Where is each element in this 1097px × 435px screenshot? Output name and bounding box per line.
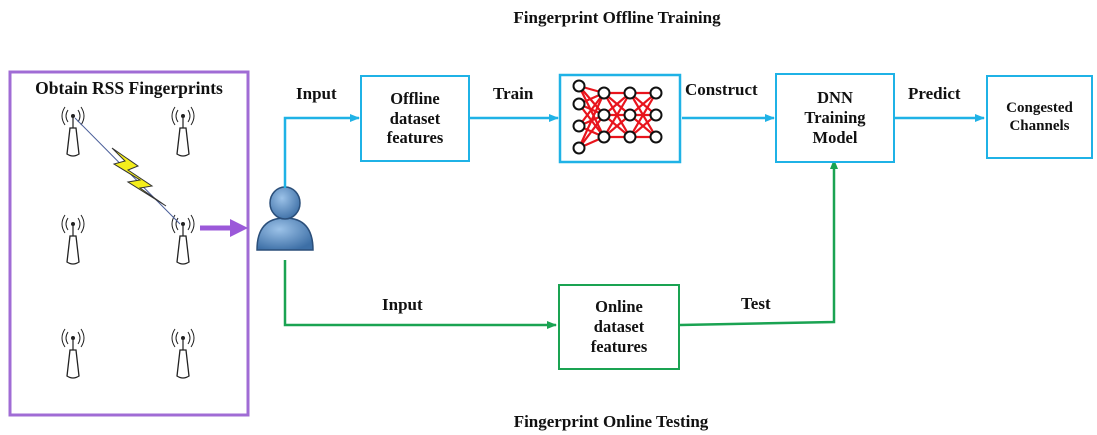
cell-tower-icon: [171, 106, 195, 157]
offline-training-title: Fingerprint Offline Training: [513, 8, 721, 27]
test-label: Test: [741, 294, 771, 313]
network-connection: [577, 92, 606, 149]
dnn-box-line-2: Training: [804, 108, 866, 128]
offline-box-line-1: Offline: [390, 88, 440, 108]
construct-label: Construct: [685, 80, 758, 99]
congested-box-line-2: Channels: [1009, 118, 1070, 134]
lightning-bolt-icon: [111, 147, 167, 207]
predict-label: Predict: [908, 84, 961, 103]
network-node: [623, 130, 637, 144]
dnn-box-line-3: Model: [812, 127, 858, 147]
offline-box-line-3: features: [386, 128, 444, 148]
rss-fingerprint-panel: [8, 70, 250, 417]
network-connection: [578, 92, 605, 127]
network-node: [597, 130, 611, 144]
neural-network-icon: [572, 79, 663, 155]
online-testing-title: Fingerprint Online Testing: [513, 412, 709, 431]
network-node: [623, 108, 637, 122]
input-label-bottom: Input: [382, 295, 423, 314]
network-node: [572, 141, 586, 155]
online-box-line-2: dataset: [593, 317, 645, 337]
network-node: [597, 86, 611, 100]
congested-channels-box: Congested Channels: [986, 75, 1093, 159]
cell-tower-icon: [61, 106, 85, 157]
cell-tower-icon: [171, 328, 195, 379]
network-node: [649, 86, 663, 100]
offline-box-line-2: dataset: [389, 108, 441, 128]
network-connection: [603, 92, 631, 138]
input-label-top: Input: [296, 84, 337, 103]
network-node: [623, 86, 637, 100]
network-connection: [578, 85, 605, 138]
dnn-box-line-1: DNN: [817, 88, 853, 108]
network-connection: [578, 114, 605, 149]
network-node: [572, 119, 586, 133]
input-to-online-arrow: [283, 260, 557, 329]
online-box-line-1: Online: [595, 297, 643, 317]
user-icon: [256, 186, 314, 251]
input-to-offline-arrow: [283, 114, 360, 188]
congested-box-line-1: Congested: [1006, 100, 1073, 116]
network-node: [649, 108, 663, 122]
train-label: Train: [493, 84, 534, 103]
online-box-line-3: features: [590, 336, 648, 356]
offline-dataset-features-box: Offline dataset features: [360, 75, 470, 162]
network-node: [597, 108, 611, 122]
panel-output-arrow-head: [230, 219, 248, 237]
network-node: [572, 97, 586, 111]
cell-tower-icon: [61, 214, 85, 265]
cell-tower-icon: [171, 214, 195, 265]
rss-panel-title: Obtain RSS Fingerprints: [35, 78, 223, 98]
online-dataset-features-box: Online dataset features: [558, 284, 680, 370]
network-node: [649, 130, 663, 144]
network-connection: [629, 92, 657, 138]
test-arrow: [679, 159, 838, 327]
cell-tower-icon: [61, 328, 85, 379]
network-node: [572, 79, 586, 93]
dnn-training-model-box: DNN Training Model: [775, 73, 895, 163]
